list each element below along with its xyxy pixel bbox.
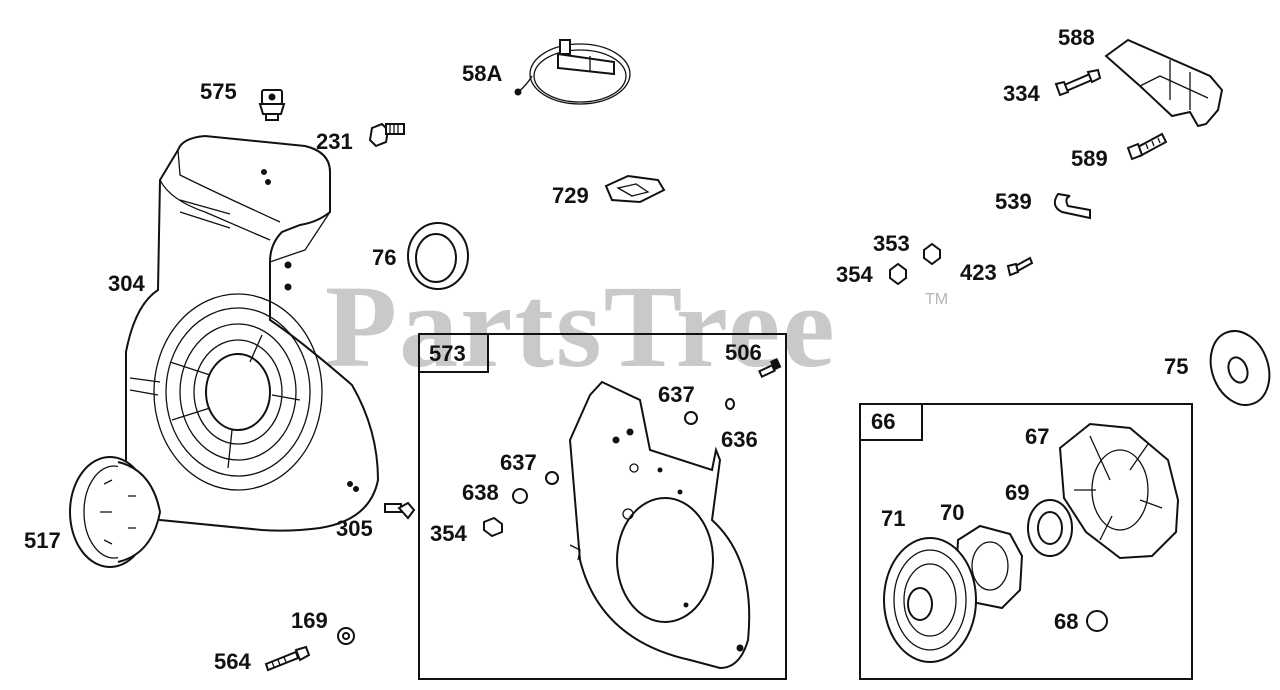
callout-305[interactable]: 305 — [336, 516, 373, 541]
callout-539[interactable]: 539 — [995, 189, 1032, 214]
callout-636[interactable]: 636 — [721, 427, 758, 452]
callout-304[interactable]: 304 — [108, 271, 145, 296]
callout-70[interactable]: 70 — [940, 500, 965, 525]
callout-67[interactable]: 67 — [1025, 424, 1050, 449]
callout-353[interactable]: 353 — [873, 231, 910, 256]
part-231 — [368, 122, 405, 148]
part-506 — [758, 358, 782, 379]
part-69 — [1027, 499, 1073, 557]
callout-76[interactable]: 76 — [372, 245, 397, 270]
group-label-573: 573 — [429, 341, 466, 366]
group-label-66: 66 — [871, 409, 896, 434]
part-334 — [1054, 68, 1102, 97]
callout-71[interactable]: 71 — [881, 506, 906, 531]
callout-637-upper[interactable]: 637 — [658, 382, 695, 407]
part-638 — [512, 488, 528, 504]
callout-169[interactable]: 169 — [291, 608, 328, 633]
callout-68[interactable]: 68 — [1054, 609, 1079, 634]
backplate-573 — [568, 380, 751, 670]
callout-637-lower[interactable]: 637 — [500, 450, 537, 475]
part-637-upper — [684, 411, 698, 425]
part-589 — [1126, 132, 1168, 161]
group-box-66-tab — [859, 403, 923, 441]
part-58A — [514, 39, 631, 105]
part-68 — [1086, 610, 1108, 632]
group-box-573-tab — [418, 333, 489, 373]
callout-334[interactable]: 334 — [1003, 81, 1040, 106]
part-636 — [725, 398, 735, 410]
callout-354-right[interactable]: 354 — [836, 262, 873, 287]
callout-506[interactable]: 506 — [725, 340, 762, 365]
blower-housing-304 — [125, 134, 380, 532]
part-517 — [69, 456, 162, 568]
callout-729[interactable]: 729 — [552, 183, 589, 208]
callout-231[interactable]: 231 — [316, 129, 353, 154]
part-67 — [1058, 422, 1180, 560]
part-354-box — [483, 516, 503, 538]
group-box-66 — [859, 403, 1193, 680]
callout-638[interactable]: 638 — [462, 480, 499, 505]
callout-589[interactable]: 589 — [1071, 146, 1108, 171]
callout-564[interactable]: 564 — [214, 649, 251, 674]
callout-517[interactable]: 517 — [24, 528, 61, 553]
callout-58A[interactable]: 58A — [462, 61, 503, 86]
part-353 — [923, 242, 941, 266]
callout-575[interactable]: 575 — [200, 79, 237, 104]
callout-354-box[interactable]: 354 — [430, 521, 467, 546]
callout-423[interactable]: 423 — [960, 260, 997, 285]
part-637-lower — [545, 471, 559, 485]
watermark-trademark: TM — [925, 291, 949, 308]
part-354-right — [889, 262, 907, 286]
part-729 — [604, 174, 666, 204]
part-169 — [337, 627, 355, 645]
part-305 — [384, 501, 416, 520]
watermark-brand: PartsTree — [325, 261, 837, 392]
part-539 — [1053, 192, 1091, 220]
part-575 — [258, 89, 286, 121]
part-588 — [1104, 38, 1224, 128]
callout-69[interactable]: 69 — [1005, 480, 1030, 505]
group-box-573 — [418, 333, 787, 680]
part-423 — [1006, 256, 1034, 277]
part-71 — [883, 537, 977, 663]
callout-588[interactable]: 588 — [1058, 25, 1095, 50]
callout-75[interactable]: 75 — [1164, 354, 1189, 379]
part-564 — [264, 645, 311, 672]
part-75 — [1209, 330, 1271, 406]
part-76 — [407, 222, 469, 290]
